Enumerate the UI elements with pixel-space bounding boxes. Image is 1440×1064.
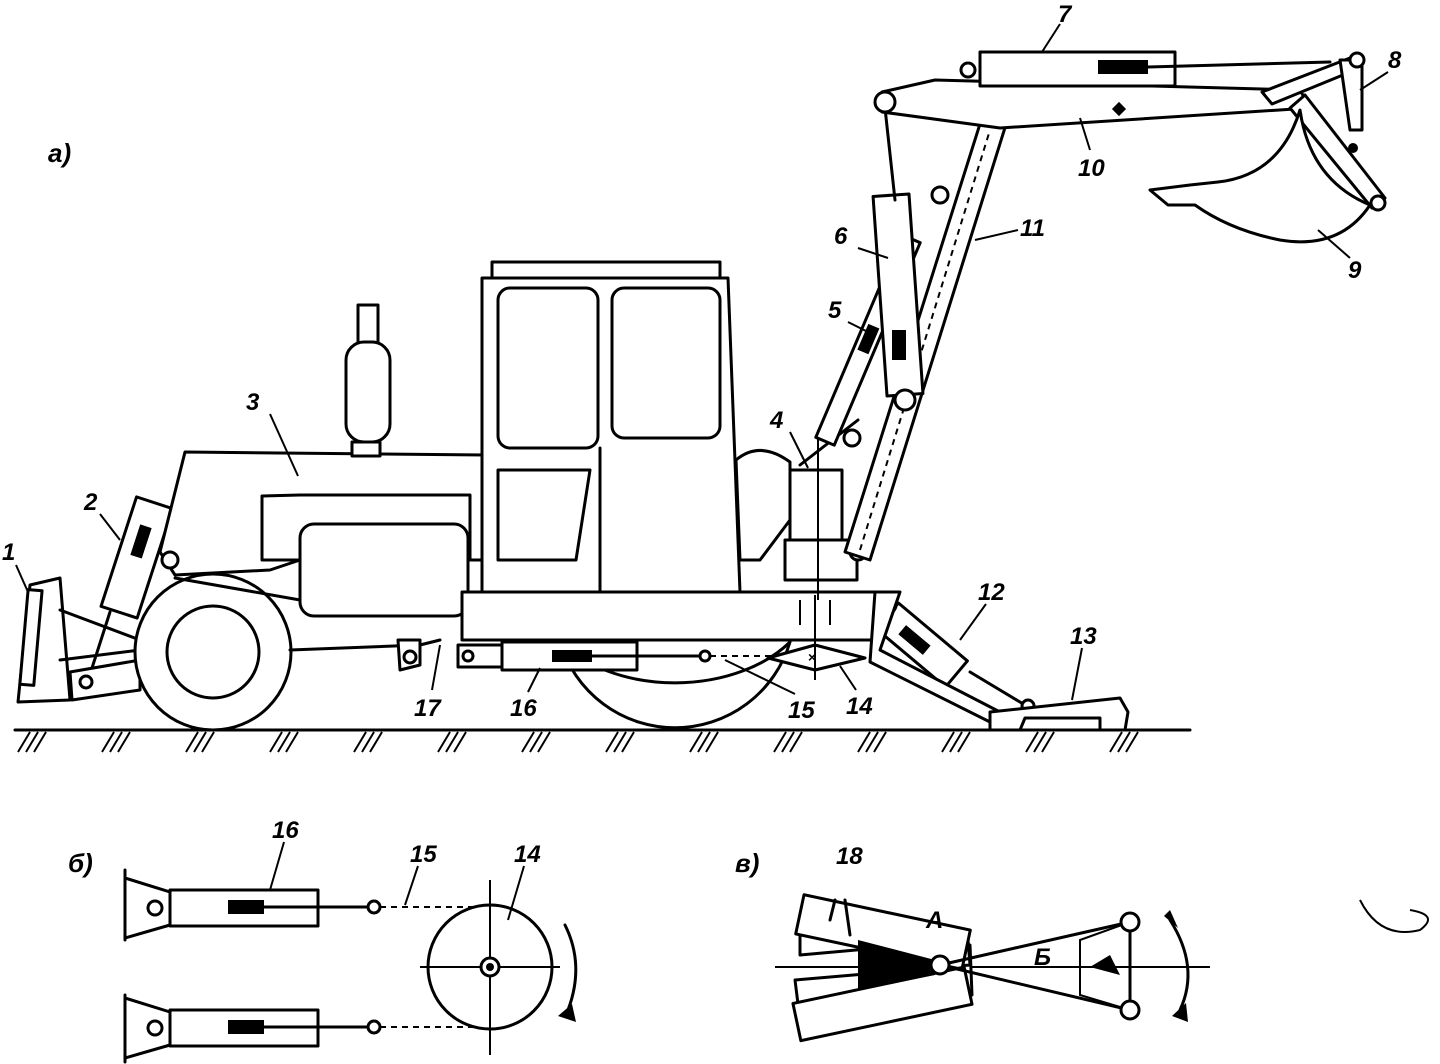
label-5: 5 <box>828 297 842 324</box>
ground-hatch-mark <box>697 731 711 753</box>
ground-hatch-mark <box>445 731 459 753</box>
leader-lines <box>15 23 1389 921</box>
ground-hatch-mark <box>689 731 703 753</box>
ground-hatch-mark <box>353 731 367 753</box>
chassis-frame <box>288 590 882 672</box>
swing-column <box>783 418 868 600</box>
front-wheel <box>133 572 293 732</box>
label-9: 9 <box>1348 257 1362 284</box>
label-8: 8 <box>1388 47 1402 74</box>
ground-hatch-mark <box>621 731 635 753</box>
label-10: 10 <box>1078 155 1105 182</box>
panel-v <box>775 893 1210 1043</box>
panel-b-label: б) <box>68 848 93 878</box>
rear-stabilizer <box>868 590 1130 732</box>
bucket <box>1148 108 1372 244</box>
bucket-cylinder <box>978 50 1332 88</box>
ground-hatch-mark <box>285 731 299 753</box>
tractor-body <box>158 450 487 618</box>
ground <box>13 728 1192 753</box>
cab <box>480 260 792 594</box>
panel-b <box>123 868 578 1064</box>
ground-hatch-mark <box>109 731 123 753</box>
front-blade <box>16 576 142 704</box>
label-2: 2 <box>83 489 98 516</box>
panel-v-label: в) <box>735 848 759 878</box>
ground-hatch-mark <box>1117 731 1131 753</box>
label-v-B: Б <box>1034 944 1051 971</box>
ground-hatch-mark <box>193 731 207 753</box>
label-11: 11 <box>1020 215 1045 242</box>
ground-hatch-mark <box>361 731 375 753</box>
ground-hatch-mark <box>1109 731 1123 753</box>
label-6: 6 <box>834 223 848 250</box>
ground-hatch-mark <box>1033 731 1047 753</box>
ground-hatch-mark <box>605 731 619 753</box>
stick-cylinder <box>871 106 925 412</box>
ground-hatch-mark <box>17 731 31 753</box>
disc-14 <box>420 880 578 1055</box>
ground-hatch-mark <box>705 731 719 753</box>
label-b-15: 15 <box>410 841 437 868</box>
ground-hatch-mark <box>117 731 131 753</box>
label-4: 4 <box>769 407 783 434</box>
panel-a-label: а) <box>48 138 71 168</box>
svg-text:×: × <box>808 649 816 665</box>
label-13: 13 <box>1070 623 1097 650</box>
panel-a: × <box>13 50 1387 753</box>
label-1: 1 <box>2 539 15 566</box>
ground-hatch-mark <box>941 731 955 753</box>
bucket-linkage <box>1260 51 1387 212</box>
ground-hatch-mark <box>781 731 795 753</box>
stray-mark <box>1359 899 1429 933</box>
label-v-A: А <box>925 907 943 934</box>
label-b-14: 14 <box>514 841 541 868</box>
labels: а) б) в) 1 2 3 4 5 6 7 8 9 10 11 12 13 1… <box>2 1 1402 971</box>
ground-hatch-mark <box>521 731 535 753</box>
dipper-arm <box>873 61 1312 130</box>
label-12: 12 <box>978 579 1005 606</box>
ground-hatch-mark <box>957 731 971 753</box>
ground-hatch-mark <box>1125 731 1139 753</box>
slewing-disc: × <box>766 595 867 680</box>
ground-hatch-mark <box>33 731 47 753</box>
ground-hatch-mark <box>101 731 115 753</box>
exhaust-pipe <box>344 303 392 458</box>
ground-hatch-mark <box>1025 731 1039 753</box>
label-3: 3 <box>246 389 260 416</box>
ground-hatch-mark <box>25 731 39 753</box>
label-15: 15 <box>788 697 815 724</box>
label-17: 17 <box>414 695 442 722</box>
ground-hatch-mark <box>537 731 551 753</box>
cylinder-top <box>123 868 480 942</box>
ground-hatch-mark <box>873 731 887 753</box>
label-14: 14 <box>846 693 873 720</box>
ground-hatch-mark <box>773 731 787 753</box>
ground-hatch-mark <box>613 731 627 753</box>
ground-hatch-mark <box>453 731 467 753</box>
ground-hatch-mark <box>201 731 215 753</box>
label-16: 16 <box>510 695 537 722</box>
ground-hatch-mark <box>185 731 199 753</box>
ground-hatch-mark <box>277 731 291 753</box>
blade-cylinder <box>90 495 175 670</box>
ground-hatch-mark <box>865 731 879 753</box>
label-b-16: 16 <box>272 817 299 844</box>
ground-hatch-mark <box>529 731 543 753</box>
cylinder-bottom <box>123 993 480 1064</box>
ground-hatch-mark <box>857 731 871 753</box>
label-v-18: 18 <box>836 843 863 870</box>
ground-hatch-mark <box>269 731 283 753</box>
label-7: 7 <box>1058 1 1073 28</box>
ground-hatch-mark <box>437 731 451 753</box>
ground-hatch-mark <box>949 731 963 753</box>
ground-hatch-mark <box>789 731 803 753</box>
ground-hatch-mark <box>369 731 383 753</box>
ground-hatch-mark <box>1041 731 1055 753</box>
